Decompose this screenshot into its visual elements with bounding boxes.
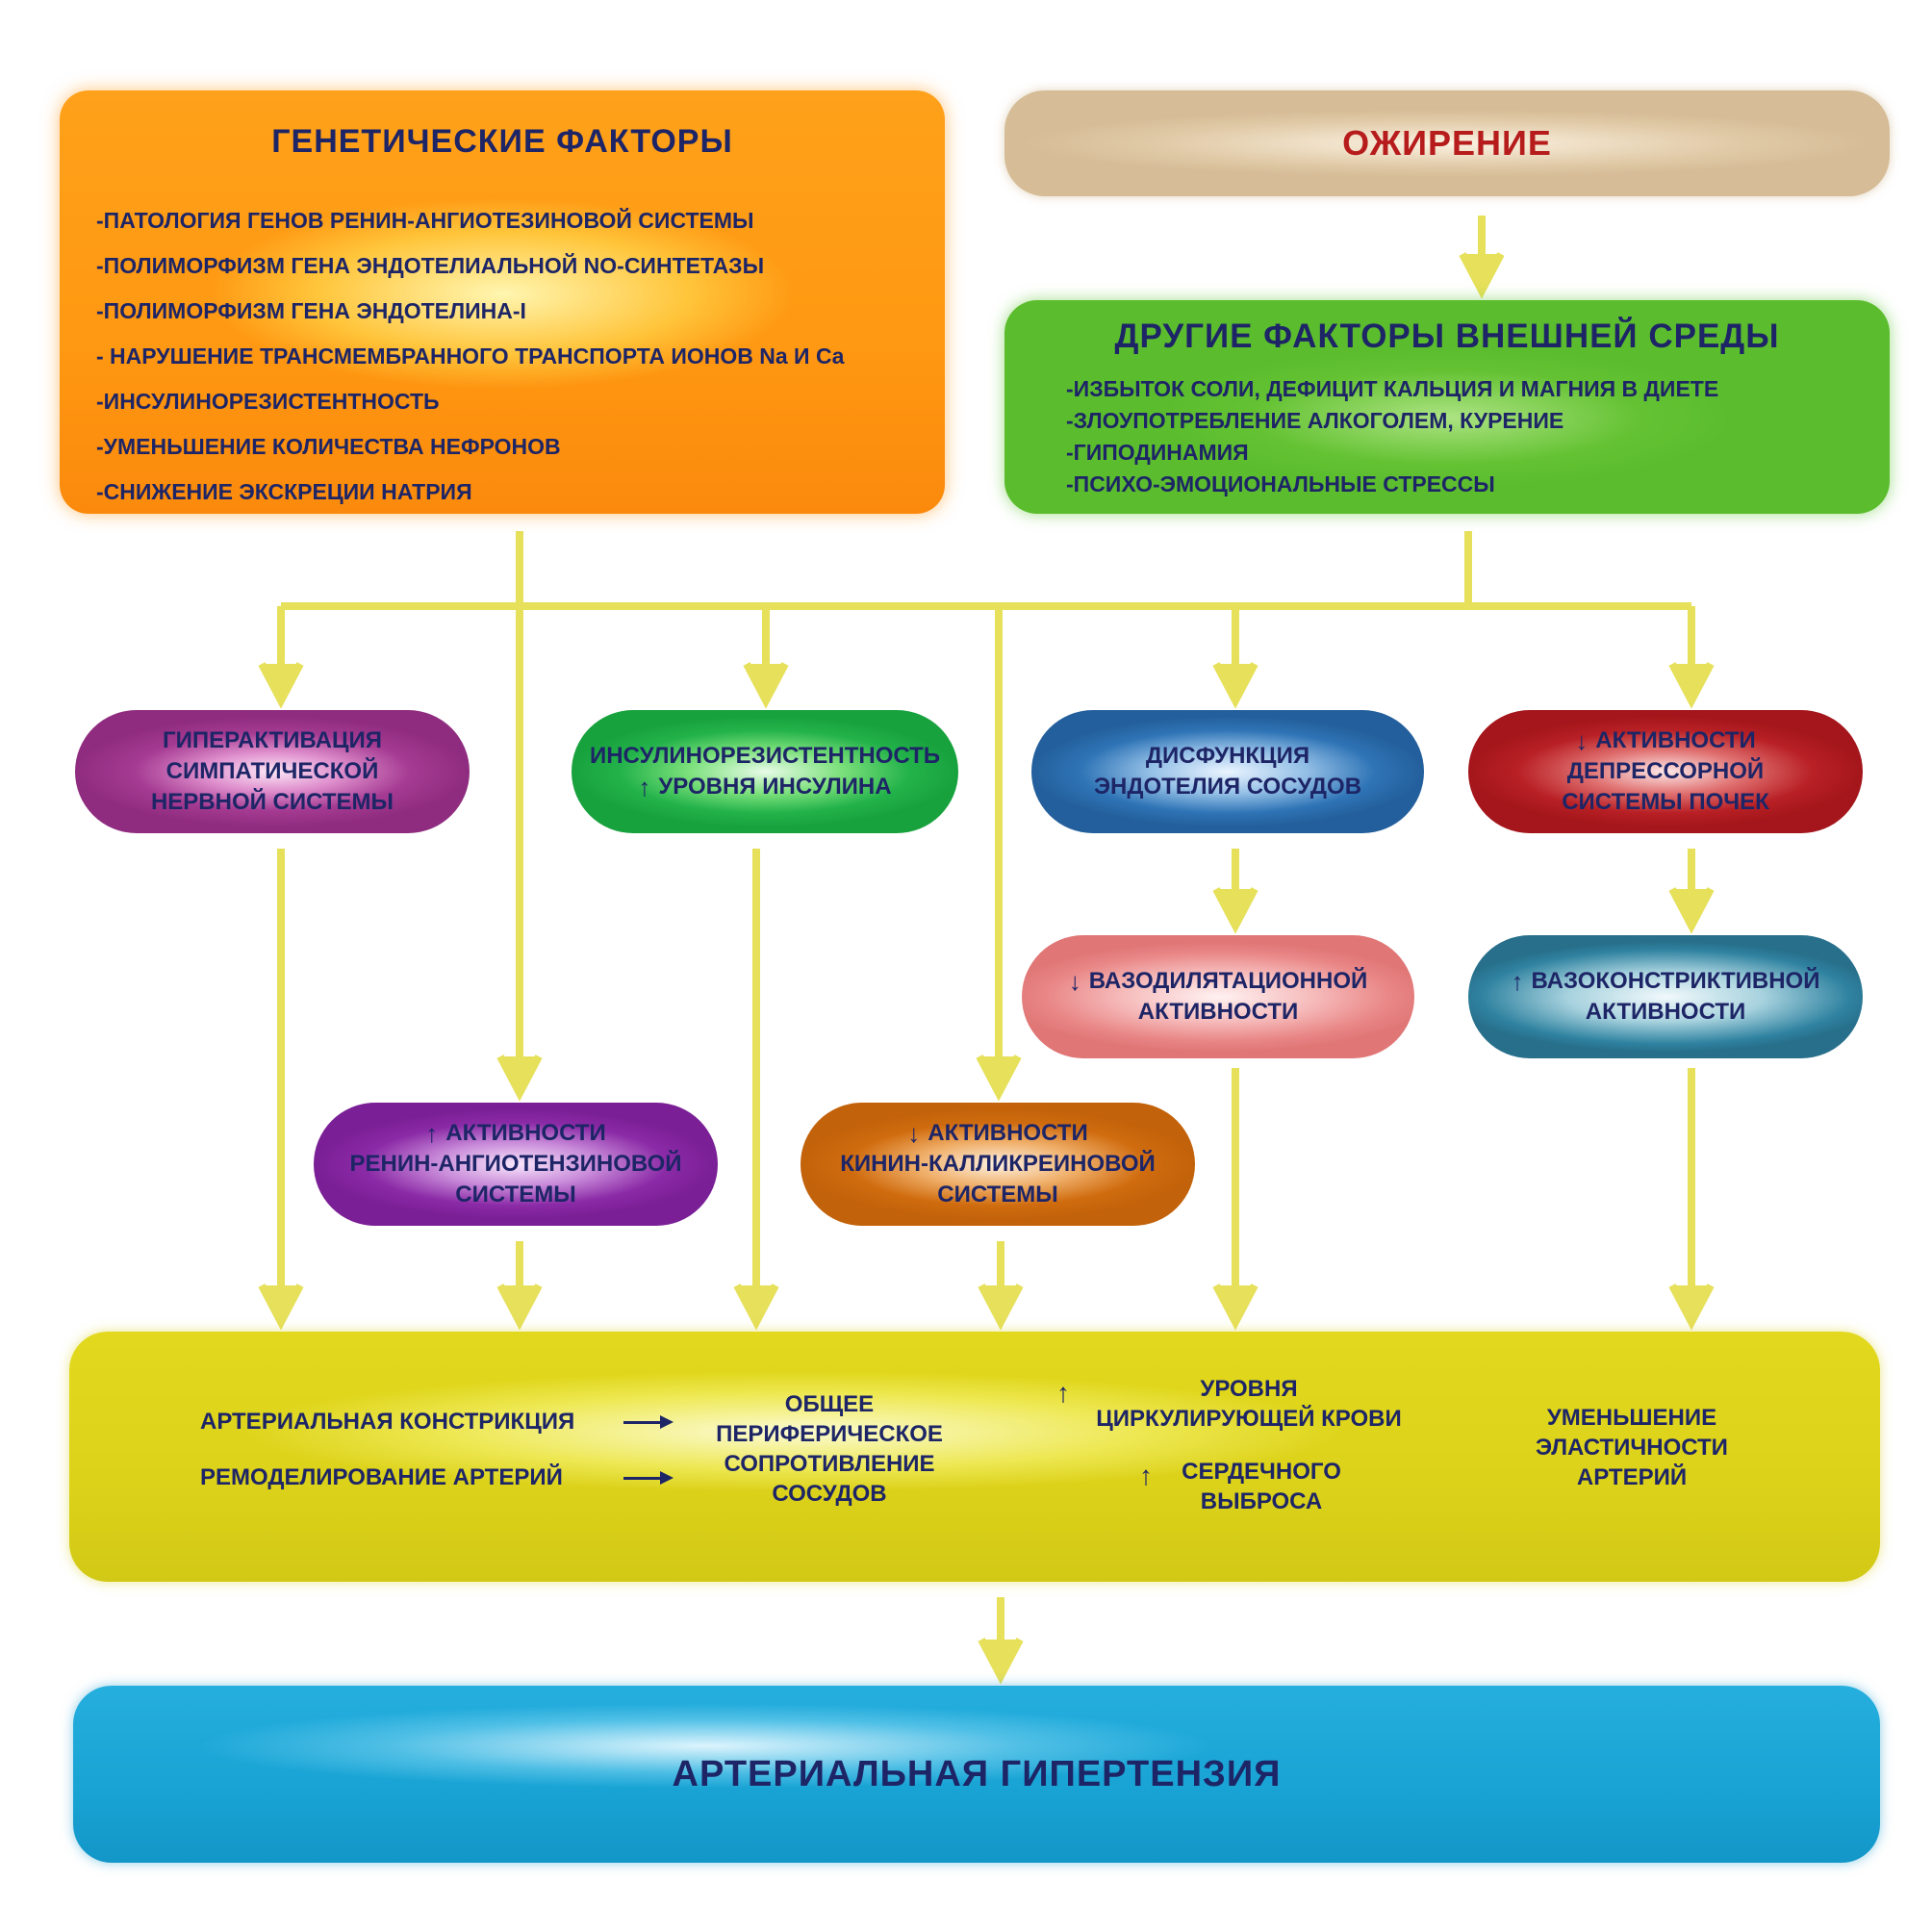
right-arrow-icon xyxy=(623,1471,674,1485)
kinin-kallikrein-node: ↓ АКТИВНОСТИ КИНИН-КАЛЛИКРЕИНОВОЙ СИСТЕМЫ xyxy=(801,1103,1195,1226)
vasoconstriction-activity-node: ↑ ВАЗОКОНСТРИКТИВНОЙ АКТИВНОСТИ xyxy=(1468,935,1863,1058)
down-arrow-icon xyxy=(1212,1284,1258,1331)
down-arrow-icon xyxy=(1668,887,1715,934)
environment-factors-title: ДРУГИЕ ФАКТОРЫ ВНЕШНЕЙ СРЕДЫ xyxy=(1114,318,1780,355)
down-arrow-icon xyxy=(978,1284,1024,1331)
kinin-system-label: КИНИН-КАЛЛИКРЕИНОВОЙ СИСТЕМЫ xyxy=(840,1151,1156,1208)
genetic-factor-item: -УМЕНЬШЕНИЕ КОЛИЧЕСТВА НЕФРОНОВ xyxy=(96,434,561,459)
genetic-factors-title: ГЕНЕТИЧЕСКИЕ ФАКТОРЫ xyxy=(271,123,733,160)
vasoconstriction-activity-label: АКТИВНОСТИ xyxy=(1585,999,1746,1026)
increase-arrow-icon: ↑ xyxy=(638,773,651,802)
genetic-factor-item: - НАРУШЕНИЕ ТРАНСМЕМБРАННОГО ТРАНСПОРТА … xyxy=(96,343,845,369)
right-arrow-icon xyxy=(623,1415,674,1429)
vasodilation-label: ВАЗОДИЛЯТАЦИОННОЙ xyxy=(1088,967,1368,994)
renal-depressor-system-label: ДЕПРЕССОРНОЙ СИСТЕМЫ ПОЧЕК xyxy=(1562,758,1769,816)
down-arrow-icon xyxy=(978,1638,1024,1685)
obesity-box: ОЖИРЕНИЕ xyxy=(1004,90,1890,196)
ras-system-label: РЕНИН-АНГИОТЕНЗИНОВОЙ СИСТЕМЫ xyxy=(349,1151,682,1208)
insulin-resistance-node: ИНСУЛИНОРЕЗИСТЕНТНОСТЬ ↑ УРОВНЯ ИНСУЛИНА xyxy=(572,710,958,833)
down-arrow-icon xyxy=(1212,887,1258,934)
sympathetic-hyperactivation-node: ГИПЕРАКТИВАЦИЯ СИМПАТИЧЕСКОЙ НЕРВНОЙ СИС… xyxy=(75,710,470,833)
peripheral-resistance-label: ОБЩЕЕ ПЕРИФЕРИЧЕСКОЕ СОПРОТИВЛЕНИЕ СОСУД… xyxy=(716,1391,943,1507)
environment-factors-list: -ИЗБЫТОК СОЛИ, ДЕФИЦИТ КАЛЬЦИЯ И МАГНИЯ … xyxy=(1066,373,1718,500)
down-arrow-icon xyxy=(1668,662,1715,709)
down-arrow-icon xyxy=(258,662,304,709)
circulating-blood-level-label: УРОВНЯ ЦИРКУЛИРУЮЩЕЙ КРОВИ xyxy=(1096,1376,1402,1432)
increase-arrow-icon: ↑ xyxy=(1511,967,1524,997)
insulin-level-label: УРОВНЯ ИНСУЛИНА xyxy=(658,773,892,800)
down-arrow-icon xyxy=(743,662,789,709)
insulin-resistance-label: ИНСУЛИНОРЕЗИСТЕНТНОСТЬ xyxy=(589,742,941,769)
decrease-arrow-icon: ↓ xyxy=(1575,726,1589,756)
down-arrow-icon xyxy=(496,1055,543,1102)
hemodynamic-mechanisms-band: АРТЕРИАЛЬНАЯ КОНСТРИКЦИЯ РЕМОДЕЛИРОВАНИЕ… xyxy=(69,1332,1880,1582)
environment-factor-item: -ИЗБЫТОК СОЛИ, ДЕФИЦИТ КАЛЬЦИЯ И МАГНИЯ … xyxy=(1066,376,1719,401)
down-arrow-icon xyxy=(1459,252,1505,299)
increase-arrow-icon: ↑ xyxy=(1139,1461,1153,1490)
environment-factor-item: -ЗЛОУПОТРЕБЛЕНИЕ АЛКОГОЛЕМ, КУРЕНИЕ xyxy=(1066,408,1564,433)
down-arrow-icon xyxy=(976,1055,1022,1102)
increase-arrow-icon: ↑ xyxy=(425,1119,439,1149)
down-arrow-icon xyxy=(733,1284,779,1331)
renal-depressor-activity-label: АКТИВНОСТИ xyxy=(1595,726,1756,753)
endothelial-dysfunction-label: ДИСФУНКЦИЯ ЭНДОТЕЛИЯ СОСУДОВ xyxy=(1093,743,1362,800)
down-arrow-icon xyxy=(1212,662,1258,709)
renal-depressor-node: ↓АКТИВНОСТИ ДЕПРЕССОРНОЙ СИСТЕМЫ ПОЧЕК xyxy=(1468,710,1863,833)
arterial-constriction-label: АРТЕРИАЛЬНАЯ КОНСТРИКЦИЯ xyxy=(200,1409,575,1435)
environment-factor-item: -ГИПОДИНАМИЯ xyxy=(1066,440,1249,465)
environment-factors-box: ДРУГИЕ ФАКТОРЫ ВНЕШНЕЙ СРЕДЫ -ИЗБЫТОК СО… xyxy=(1004,300,1890,514)
genetic-factor-item: -ПОЛИМОРФИЗМ ГЕНА ЭНДОТЕЛИАЛЬНОЙ NO-СИНТ… xyxy=(96,253,765,278)
decrease-arrow-icon: ↓ xyxy=(1068,967,1081,997)
increase-arrow-icon: ↑ xyxy=(1056,1378,1070,1408)
vasoconstriction-label: ВАЗОКОНСТРИКТИВНОЙ xyxy=(1531,967,1820,994)
environment-factor-item: -ПСИХО-ЭМОЦИОНАЛЬНЫЕ СТРЕССЫ xyxy=(1066,471,1495,496)
ras-activity-label: АКТИВНОСТИ xyxy=(445,1119,606,1146)
genetic-factor-item: -ИНСУЛИНОРЕЗИСТЕНТНОСТЬ xyxy=(96,389,440,414)
endothelial-dysfunction-node: ДИСФУНКЦИЯ ЭНДОТЕЛИЯ СОСУДОВ xyxy=(1031,710,1424,833)
kinin-activity-label: АКТИВНОСТИ xyxy=(928,1119,1088,1146)
down-arrow-icon xyxy=(1668,1284,1715,1331)
down-arrow-icon xyxy=(496,1284,543,1331)
vasodilation-activity-label: АКТИВНОСТИ xyxy=(1137,999,1299,1026)
genetic-factors-list: -ПАТОЛОГИЯ ГЕНОВ РЕНИН-АНГИОТЕЗИНОВОЙ СИ… xyxy=(96,198,844,515)
sympathetic-hyperactivation-label: ГИПЕРАКТИВАЦИЯ СИМПАТИЧЕСКОЙ НЕРВНОЙ СИС… xyxy=(150,727,394,815)
genetic-factor-item: -СНИЖЕНИЕ ЭКСКРЕЦИИ НАТРИЯ xyxy=(96,479,472,504)
decrease-arrow-icon: ↓ xyxy=(907,1119,921,1149)
cardiac-output-label: СЕРДЕЧНОГО ВЫБРОСА xyxy=(1182,1459,1341,1514)
down-arrow-icon xyxy=(258,1284,304,1331)
renin-angiotensin-node: ↑АКТИВНОСТИ РЕНИН-АНГИОТЕНЗИНОВОЙ СИСТЕМ… xyxy=(314,1103,718,1226)
vasodilation-activity-node: ↓ ВАЗОДИЛЯТАЦИОННОЙ АКТИВНОСТИ xyxy=(1022,935,1414,1058)
genetic-factors-box: ГЕНЕТИЧЕСКИЕ ФАКТОРЫ -ПАТОЛОГИЯ ГЕНОВ РЕ… xyxy=(60,90,945,514)
genetic-factor-item: -ПАТОЛОГИЯ ГЕНОВ РЕНИН-АНГИОТЕЗИНОВОЙ СИ… xyxy=(96,208,754,233)
arterial-hypertension-box: АРТЕРИАЛЬНАЯ ГИПЕРТЕНЗИЯ xyxy=(73,1686,1880,1863)
genetic-factor-item: -ПОЛИМОРФИЗМ ГЕНА ЭНДОТЕЛИНА-I xyxy=(96,298,526,323)
arterial-elasticity-label: УМЕНЬШЕНИЕ ЭЛАСТИЧНОСТИ АРТЕРИЙ xyxy=(1536,1405,1728,1490)
artery-remodeling-label: РЕМОДЕЛИРОВАНИЕ АРТЕРИЙ xyxy=(200,1464,563,1490)
